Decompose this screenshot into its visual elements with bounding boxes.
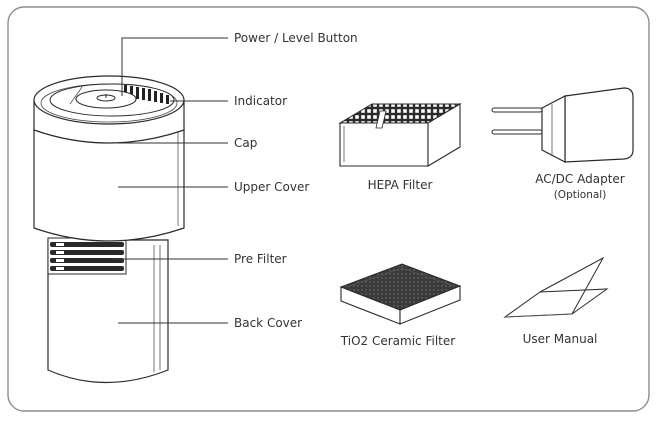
air-purifier-device bbox=[33, 75, 185, 384]
upper-cover-part bbox=[33, 127, 185, 242]
user-manual-item: User Manual bbox=[503, 256, 609, 346]
label-pre-filter: Pre Filter bbox=[234, 252, 287, 266]
label-upper-cover: Upper Cover bbox=[234, 180, 309, 194]
callout-back-cover: Back Cover bbox=[118, 316, 302, 330]
label-user-manual: User Manual bbox=[523, 332, 598, 346]
label-indicator: Indicator bbox=[234, 94, 287, 108]
label-back-cover: Back Cover bbox=[234, 316, 302, 330]
top-control-panel bbox=[49, 83, 175, 117]
label-cap: Cap bbox=[234, 136, 257, 150]
power-button bbox=[75, 89, 137, 109]
label-tio2-ceramic-filter: TiO2 Ceramic Filter bbox=[340, 334, 455, 348]
callout-indicator: Indicator bbox=[170, 94, 287, 108]
indicator-lights bbox=[124, 85, 169, 104]
pre-filter-part bbox=[47, 237, 127, 275]
callout-power-level-button: Power / Level Button bbox=[121, 31, 358, 96]
diagram-frame bbox=[7, 6, 650, 412]
hepa-filter-item: HEPA Filter bbox=[338, 103, 462, 192]
label-ac-dc-adapter: AC/DC Adapter bbox=[535, 172, 625, 186]
callout-upper-cover: Upper Cover bbox=[118, 180, 309, 194]
label-hepa-filter: HEPA Filter bbox=[368, 178, 433, 192]
back-cover-part bbox=[47, 239, 169, 384]
callout-pre-filter: Pre Filter bbox=[110, 252, 287, 266]
ac-dc-adapter-item: AC/DC Adapter (Optional) bbox=[491, 87, 634, 201]
tio2-ceramic-filter-item: TiO2 Ceramic Filter bbox=[339, 263, 462, 348]
label-power-level-button: Power / Level Button bbox=[234, 31, 358, 45]
callout-cap: Cap bbox=[118, 136, 257, 150]
label-adapter-optional: (Optional) bbox=[554, 189, 607, 201]
